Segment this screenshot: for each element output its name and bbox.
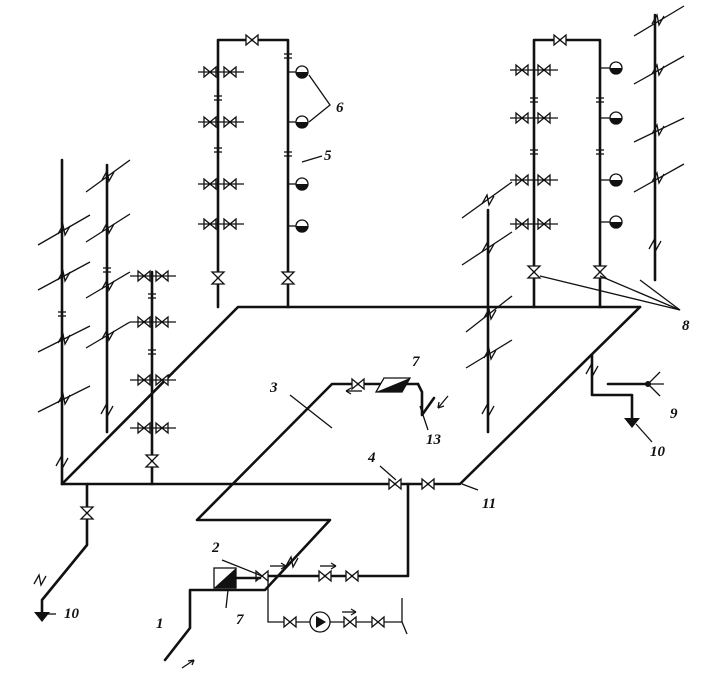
top-left-fittings	[198, 53, 293, 230]
line-valves	[245, 34, 567, 628]
riser-breaks	[33, 239, 662, 586]
label-7-lower: 7	[236, 612, 244, 628]
flow-arrows	[181, 387, 449, 669]
riser-valves	[80, 265, 607, 520]
label-1: 1	[156, 616, 164, 632]
top-right-riser-loop	[532, 38, 602, 309]
label-5: 5	[324, 148, 332, 164]
label-8: 8	[682, 318, 690, 334]
callout-labels: 1 2 3 4 5 6 7 7 8 9 10 10 11 13	[64, 100, 690, 632]
water-taps-left	[288, 65, 331, 233]
left-section-fittings	[57, 267, 176, 434]
water-heater-upper	[351, 377, 412, 393]
top-right-fittings	[510, 61, 623, 230]
left-risers	[40, 158, 154, 614]
label-6: 6	[336, 100, 344, 116]
pump	[309, 611, 331, 633]
top-left-riser-loop	[216, 38, 290, 309]
outlet-fixture	[34, 371, 664, 622]
main-distribution-ring	[60, 305, 642, 486]
right-diagonal-fittings	[461, 5, 685, 369]
water-heater-lower	[213, 567, 262, 589]
label-2: 2	[211, 540, 220, 556]
supply-line	[266, 482, 410, 623]
label-10-right: 10	[650, 444, 666, 460]
label-9: 9	[670, 406, 678, 422]
circulation-line	[163, 382, 436, 662]
leader-lines	[44, 155, 681, 635]
left-diagonal-fittings	[37, 159, 131, 413]
label-13: 13	[426, 432, 442, 448]
label-3: 3	[269, 380, 278, 396]
label-10-left: 10	[64, 606, 80, 622]
label-7-upper: 7	[412, 354, 420, 370]
label-4: 4	[367, 450, 376, 466]
label-11: 11	[482, 496, 496, 512]
